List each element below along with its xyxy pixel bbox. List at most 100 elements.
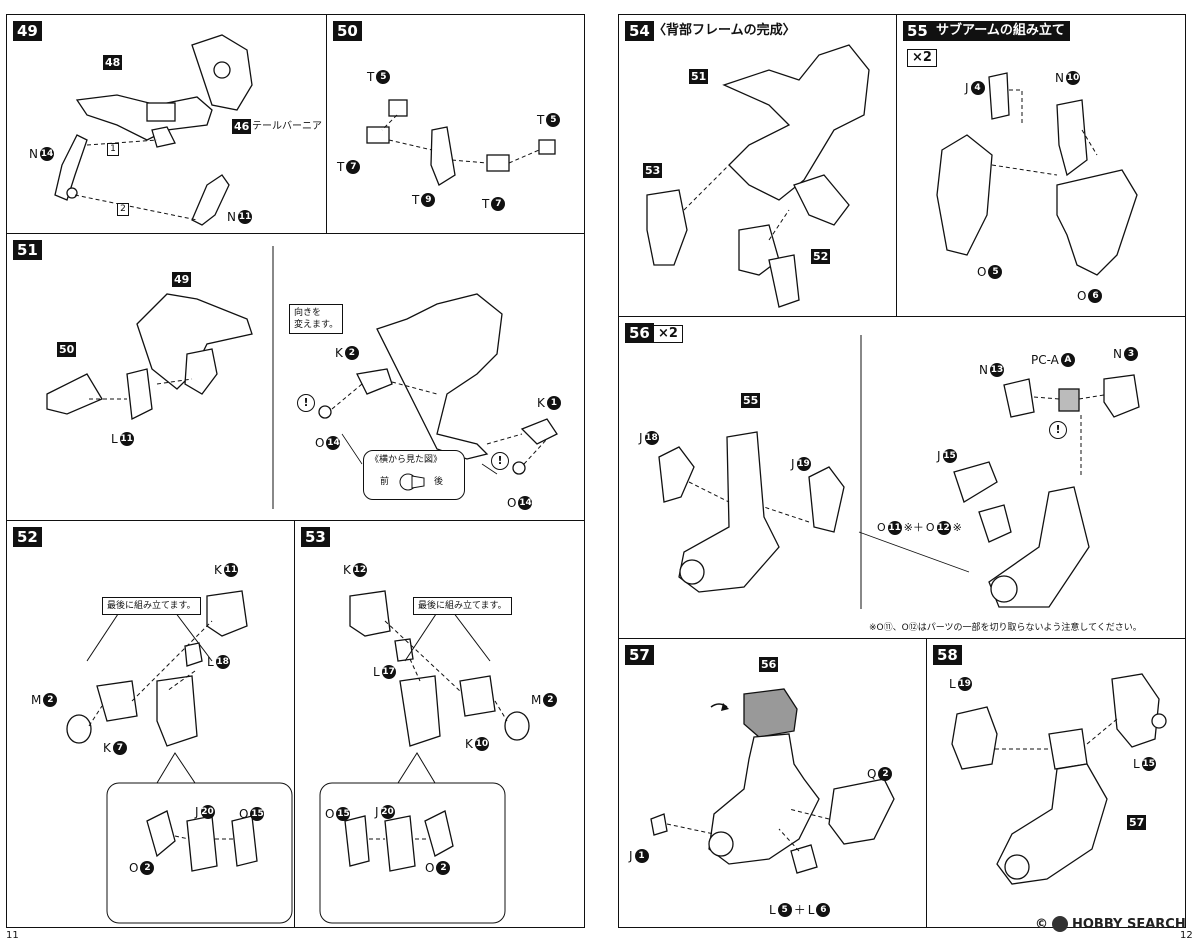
part-number: 7 — [346, 160, 361, 174]
part-number: 15 — [942, 449, 957, 463]
part-name-label: テールバーニア — [252, 121, 322, 132]
part-number: 10 — [1065, 71, 1080, 85]
part-letter: O — [425, 861, 435, 875]
part-letter: M — [31, 693, 42, 707]
part-number: 6 — [816, 903, 831, 917]
quantity-badge: ×2 — [907, 49, 937, 67]
part-number-51: 51 — [689, 69, 709, 84]
part-letter: T — [537, 113, 545, 127]
part-number-52: 52 — [811, 249, 831, 264]
part-letter: L — [373, 665, 380, 679]
part-number: 19 — [796, 457, 811, 471]
part-number-48: 48 — [103, 55, 123, 70]
part-letter: K — [103, 741, 111, 755]
part-number-50: 50 — [57, 342, 77, 357]
part-illustration — [319, 590, 530, 924]
step-number: 58 — [933, 645, 962, 665]
part-label-n11: N 11 — [227, 210, 252, 224]
part-letter: T — [412, 193, 420, 207]
part-number: 14 — [326, 436, 341, 450]
part-letter: O — [1077, 289, 1087, 303]
part-letter: L — [807, 903, 815, 917]
part-number-55: 55 — [741, 393, 761, 408]
side-view-inset: 《横から見た図》 前 後 — [363, 450, 465, 500]
step-title: サブアームの組み立て — [931, 21, 1070, 41]
part-number-46: 46 — [232, 119, 252, 134]
part-number: 11 — [119, 432, 134, 446]
note-callout: 向きを 変えます。 — [289, 304, 344, 334]
part-number: 3 — [1123, 347, 1138, 361]
part-letter: L — [207, 655, 214, 669]
part-letter: T — [367, 70, 375, 84]
part-letter: K — [343, 563, 351, 577]
part-number: 15 — [1141, 757, 1156, 771]
part-illustration — [658, 335, 1140, 609]
part-number: 1 — [634, 849, 649, 863]
part-letter: O — [315, 436, 325, 450]
part-letter: O — [977, 265, 987, 279]
part-letter: O — [129, 861, 139, 875]
page-number-left: 11 — [6, 930, 19, 941]
side-view-shape — [399, 473, 425, 491]
quantity-badge: ×2 — [653, 325, 683, 343]
watermark-text: HOBBY SEARCH — [1072, 916, 1186, 932]
panel-step-49: 49 48 46 テールバーニア 1 2 N 14 N 11 — [6, 14, 328, 235]
part-number: 5 — [988, 265, 1003, 279]
step-number: 49 — [13, 21, 42, 41]
part-number-56: 56 — [759, 657, 779, 672]
part-letter: J — [375, 805, 379, 819]
part-illustration — [936, 72, 1138, 276]
step-number: 51 — [13, 240, 42, 260]
part-illustration — [366, 99, 556, 186]
part-letter: J — [965, 81, 969, 95]
part-number-57: 57 — [1127, 815, 1147, 830]
part-illustration — [646, 44, 870, 308]
page-number-right: 12 — [1180, 930, 1193, 941]
part-illustration — [46, 246, 558, 509]
part-illustration — [66, 590, 293, 924]
part-letter: N — [29, 147, 38, 161]
part-number: 19 — [957, 677, 972, 691]
part-number: 15 — [336, 807, 351, 821]
part-number: 15 — [250, 807, 265, 821]
part-letter: L — [769, 903, 776, 917]
part-number: 2 — [140, 861, 155, 875]
part-letter: J — [195, 805, 199, 819]
part-number: 13 — [989, 363, 1004, 377]
part-letter: T — [482, 197, 490, 211]
step-number: 54 — [625, 21, 654, 41]
part-label-n14: N 14 — [29, 147, 54, 161]
part-number: 5 — [546, 113, 561, 127]
watermark: © HOBBY SEARCH — [1035, 916, 1186, 932]
part-letter: J — [937, 449, 941, 463]
note-callout: 最後に組み立てます。 — [102, 597, 201, 615]
footnote-mark: ※ — [952, 521, 962, 534]
part-label-l5-l6: L 5 ＋ L 6 — [769, 903, 831, 917]
step-number: 57 — [625, 645, 654, 665]
part-number-53: 53 — [643, 163, 663, 178]
part-letter: N — [1055, 71, 1064, 85]
step-number: 56 — [625, 323, 654, 343]
note-callout: 最後に組み立てます。 — [413, 597, 512, 615]
part-number: 18 — [644, 431, 659, 445]
